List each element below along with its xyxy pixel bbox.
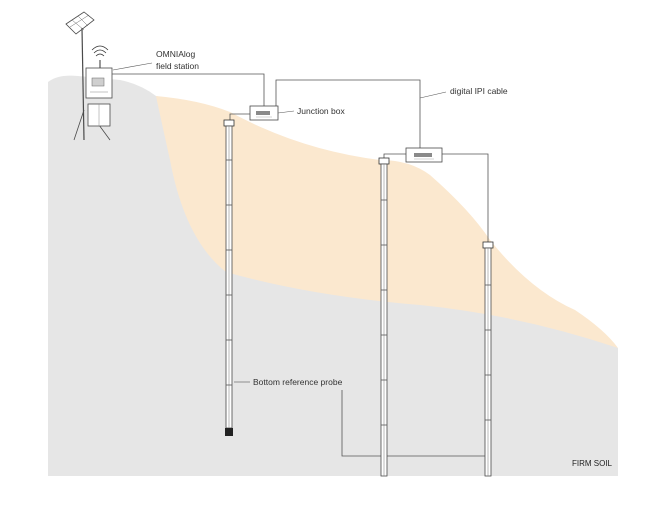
bottom-probe-callouts: [234, 381, 485, 457]
inclinometer-borehole-2: [378, 157, 390, 477]
station-leader-line: [112, 62, 153, 71]
junction-leader-line: [277, 110, 295, 114]
junction-box-label: Junction box: [297, 106, 345, 116]
junction-box-2-icon: [405, 147, 443, 163]
firm-soil-label: FIRM SOIL: [572, 459, 613, 468]
junction-box-icon: [249, 105, 279, 121]
bottom-probe-label: Bottom reference probe: [253, 377, 343, 387]
digital-ipi-cable: [112, 73, 489, 242]
station-label-line1: OMNIAlog: [156, 49, 195, 59]
solar-panel-icon: [65, 11, 95, 35]
omnialog-field-station: [65, 11, 113, 141]
digital-cable-label: digital IPI cable: [450, 86, 508, 96]
inclinometer-borehole-3: [482, 241, 494, 477]
station-label-line2: field station: [156, 61, 199, 71]
inclinometer-borehole-1: [223, 119, 235, 436]
cable-leader-line: [419, 91, 447, 99]
bottom-reference-probe: [225, 428, 233, 436]
wireless-signal-icon: [91, 45, 109, 68]
